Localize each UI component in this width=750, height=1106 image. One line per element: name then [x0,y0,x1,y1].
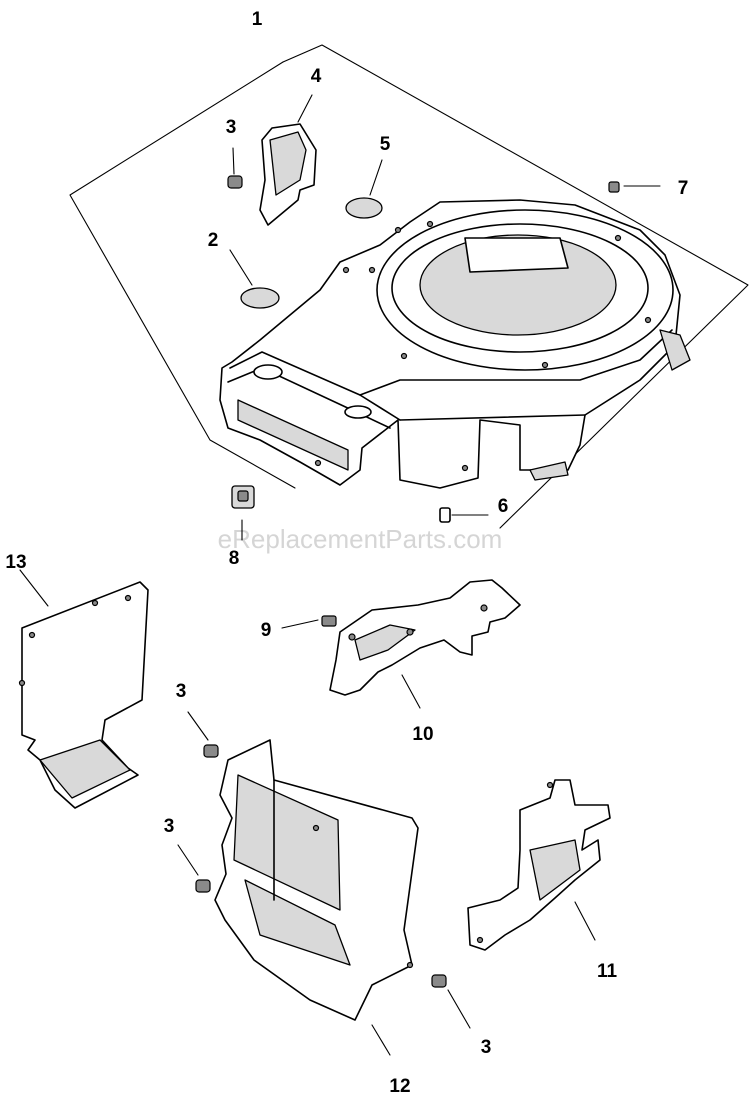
callout-12: 12 [389,1076,410,1097]
callout-13: 13 [5,552,26,573]
callout-5: 5 [380,134,391,155]
blower-housing [219,199,691,489]
baffle-13 [18,569,149,809]
assembly-frame [69,44,749,529]
plug-2 [229,249,280,309]
callout-4: 4 [311,66,322,87]
clip-6 [439,507,489,523]
bracket-10 [329,579,521,709]
callout-7: 7 [678,178,689,199]
callout-9: 9 [261,620,272,641]
callout-11: 11 [597,961,618,982]
callout-8: 8 [229,548,240,569]
screw-3-right [431,974,471,1029]
callout-1: 1 [252,9,263,30]
callout-2: 2 [208,230,219,251]
callout-labels: 1 2 3 3 3 3 4 5 6 7 8 9 10 11 12 13 [5,9,688,1097]
screw-7 [608,181,661,193]
bracket-4 [259,94,317,226]
plug-5 [345,159,383,219]
callout-3: 3 [176,681,187,702]
callout-10: 10 [412,724,433,745]
callout-6: 6 [498,496,509,517]
screw-3-mid [187,711,219,758]
watermark: eReplacementParts.com [218,524,503,554]
callout-3: 3 [481,1037,492,1058]
grommet-8 [231,485,255,509]
screw-3-top [227,147,243,189]
bracket-11 [467,779,611,951]
callout-3: 3 [226,117,237,138]
callout-3: 3 [164,816,175,837]
screw-3-low [177,844,211,893]
shroud-12 [214,739,419,1056]
screw-9 [281,615,337,629]
